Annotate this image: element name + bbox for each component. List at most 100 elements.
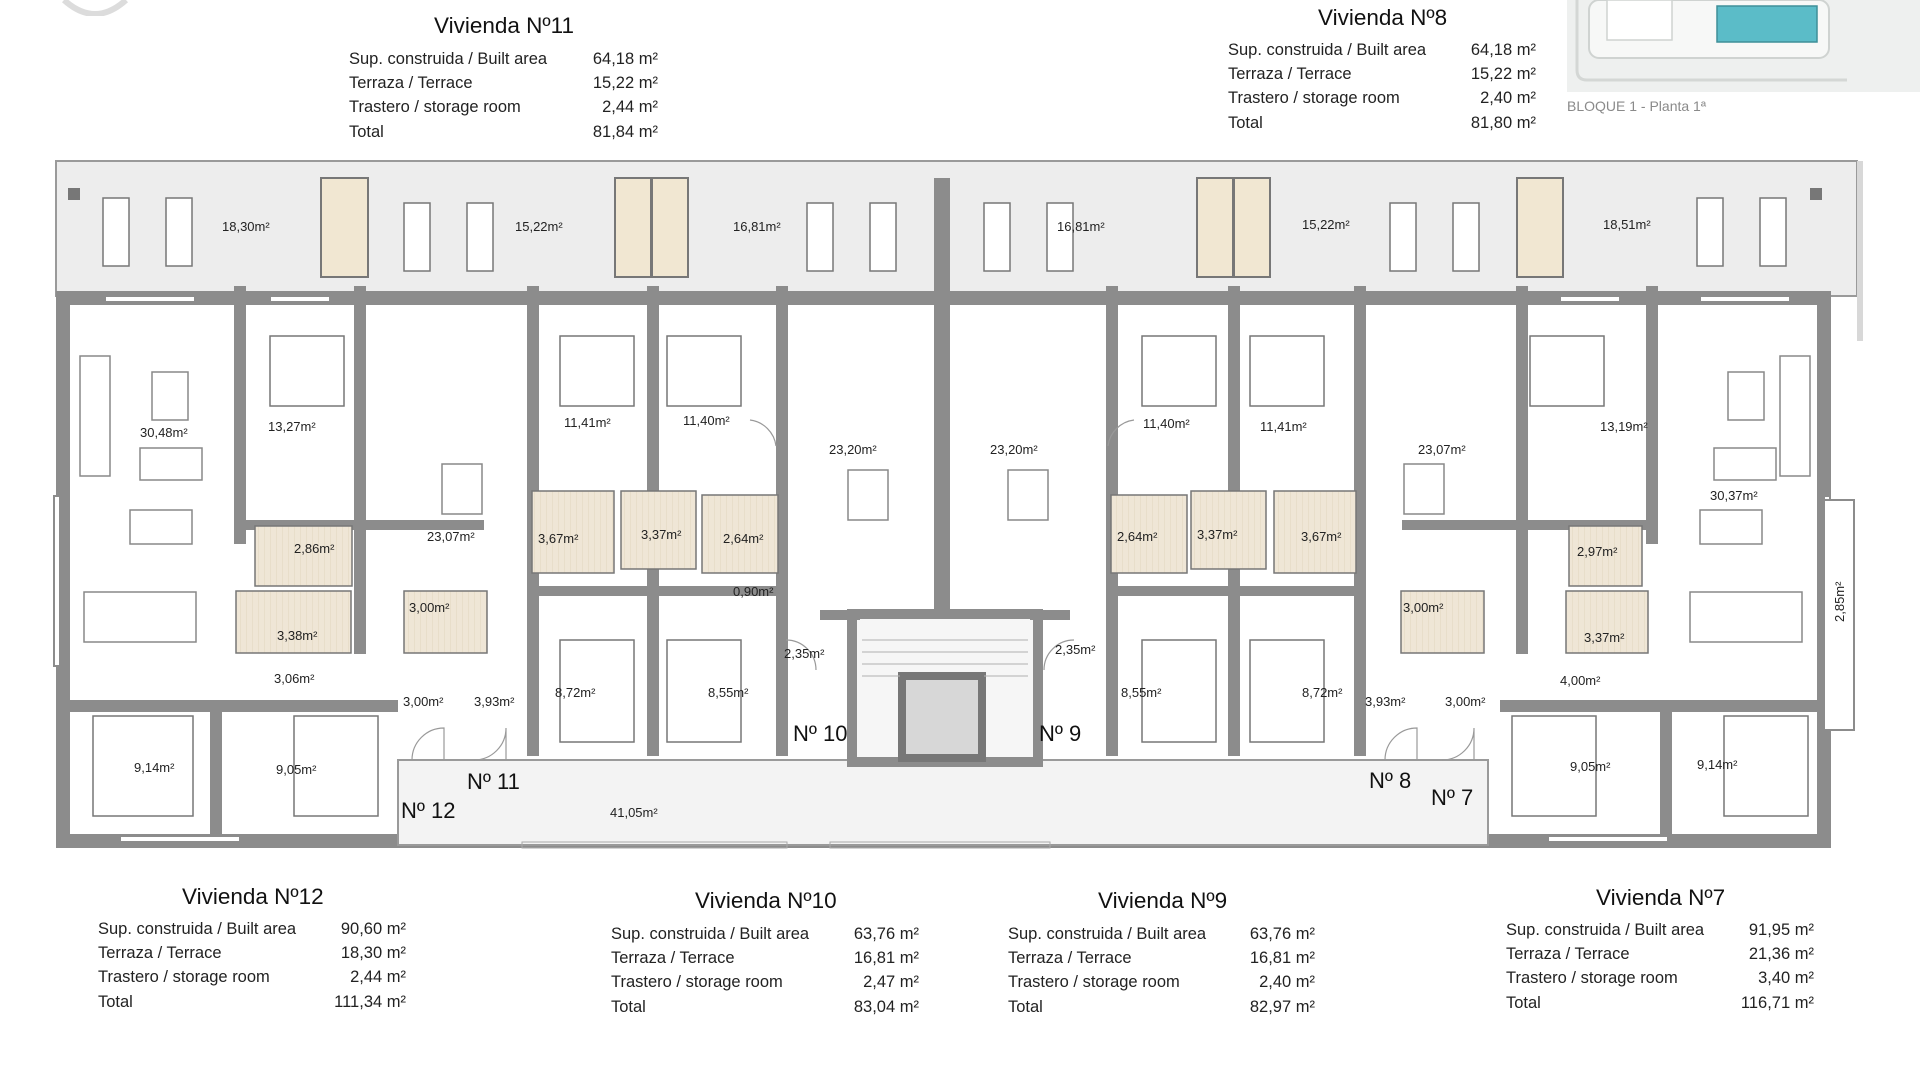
- spec-label: Trastero / storage room: [1008, 973, 1180, 992]
- terrace-furniture: [102, 197, 1787, 272]
- area-label: 2,64m²: [1117, 529, 1158, 544]
- unit-10-specs: Sup. construida / Built area 63,76 m² Ter…: [611, 922, 919, 1019]
- area-label: 3,93m²: [1365, 694, 1406, 709]
- area-label: 16,81m²: [1057, 219, 1105, 234]
- spec-value: 82,97 m²: [1249, 997, 1315, 1016]
- unit-8-specs: Sup. construida / Built area 64,18 m² Ter…: [1228, 38, 1536, 135]
- spec-value: 16,81 m²: [1249, 949, 1315, 968]
- area-label: 3,06m²: [274, 671, 315, 686]
- spec-label: Terraza / Terrace: [98, 944, 222, 963]
- spec-value: 2,40 m²: [1259, 973, 1315, 992]
- storage-rooms: [320, 177, 1564, 278]
- spec-label: Trastero / storage room: [611, 973, 783, 992]
- spec-value: 2,44 m²: [350, 968, 406, 987]
- spec-label: Terraza / Terrace: [1228, 65, 1352, 84]
- spec-value: 2,47 m²: [863, 973, 919, 992]
- area-label: 18,51m²: [1603, 217, 1651, 232]
- railing: [521, 841, 1051, 849]
- area-label: 2,35m²: [784, 646, 825, 661]
- spec-value: 18,30 m²: [340, 944, 406, 963]
- area-label: 3,37m²: [641, 527, 682, 542]
- unit-8-title: Vivienda Nº8: [1318, 5, 1448, 30]
- area-label: 13,19m²: [1600, 419, 1648, 434]
- spec-label: Terraza / Terrace: [1008, 949, 1132, 968]
- spec-label: Terraza / Terrace: [611, 949, 735, 968]
- highlighted-block: [1716, 5, 1818, 43]
- spec-label: Terraza / Terrace: [349, 74, 473, 93]
- area-label: 0,90m²: [733, 584, 774, 599]
- spec-value: 64,18 m²: [1470, 41, 1536, 59]
- area-label: 23,20m²: [829, 442, 877, 457]
- area-label: 30,48m²: [140, 425, 188, 440]
- spec-value: 64,18 m²: [592, 50, 658, 68]
- spec-value: 21,36 m²: [1748, 945, 1814, 964]
- area-label: 3,67m²: [538, 531, 579, 546]
- area-label: 3,00m²: [1445, 694, 1486, 709]
- area-label: 30,37m²: [1710, 488, 1758, 503]
- spec-label: Sup. construida / Built area: [98, 920, 297, 938]
- area-label: 2,97m²: [1577, 544, 1618, 559]
- unit-label-8: Nº 8: [1369, 768, 1412, 793]
- area-label: 41,05m²: [610, 805, 658, 820]
- spec-value: 81,84 m²: [592, 122, 658, 141]
- unit-10-title: Vivienda Nº10: [695, 888, 837, 913]
- spec-value: 63,76 m²: [853, 925, 919, 943]
- area-label: 2,85m²: [1832, 581, 1847, 622]
- spec-label: Trastero / storage room: [1506, 969, 1678, 988]
- area-label: 15,22m²: [515, 219, 563, 234]
- area-label: 8,55m²: [708, 685, 749, 700]
- bathrooms: [235, 490, 1649, 654]
- area-label: 8,72m²: [1302, 685, 1343, 700]
- unit-12-specs: Sup. construida / Built area 90,60 m² Ter…: [98, 917, 406, 1014]
- area-label: 11,41m²: [1260, 419, 1307, 434]
- unit-12-title: Vivienda Nº12: [182, 884, 324, 909]
- spec-label: Sup. construida / Built area: [1506, 921, 1705, 939]
- area-label: 18,30m²: [222, 219, 270, 234]
- spec-value: 81,80 m²: [1470, 113, 1536, 132]
- logo-fragment-icon: [61, 0, 129, 16]
- spec-value: 15,22 m²: [592, 74, 658, 93]
- living-furniture: [79, 355, 1811, 643]
- unit-label-7: Nº 7: [1431, 785, 1474, 810]
- spec-label: Total: [349, 122, 384, 141]
- key-plan-caption: BLOQUE 1 - Planta 1ª: [1567, 98, 1707, 114]
- area-label: 11,40m²: [683, 413, 730, 428]
- area-label: 8,55m²: [1121, 685, 1162, 700]
- unit-9-title: Vivienda Nº9: [1098, 888, 1228, 913]
- spec-label: Total: [98, 992, 133, 1011]
- area-label: 23,20m²: [990, 442, 1038, 457]
- area-label: 9,05m²: [276, 762, 317, 777]
- unit-label-12: Nº 12: [401, 798, 456, 823]
- unit-7-title: Vivienda Nº7: [1596, 885, 1726, 910]
- area-label: 3,00m²: [409, 600, 450, 615]
- spec-label: Sup. construida / Built area: [1228, 41, 1427, 59]
- beds: [92, 335, 1809, 817]
- area-label: 2,64m²: [723, 531, 764, 546]
- unit-label-10: Nº 10: [793, 721, 848, 746]
- spec-value: 16,81 m²: [853, 949, 919, 968]
- area-label: 3,38m²: [277, 628, 318, 643]
- area-label: 13,27m²: [268, 419, 316, 434]
- spec-value: 15,22 m²: [1470, 65, 1536, 84]
- spec-value: 116,71 m²: [1740, 993, 1814, 1012]
- spec-label: Sup. construida / Built area: [349, 50, 548, 68]
- area-label: 3,93m²: [474, 694, 515, 709]
- spec-label: Total: [611, 997, 646, 1016]
- area-label: 11,41m²: [564, 415, 611, 430]
- spec-label: Trastero / storage room: [1228, 89, 1400, 108]
- spec-label: Trastero / storage room: [98, 968, 270, 987]
- spec-label: Sup. construida / Built area: [611, 925, 810, 943]
- door-swings: [411, 419, 1475, 761]
- spec-value: 90,60 m²: [340, 920, 406, 938]
- interior-walls: [63, 178, 1824, 840]
- area-label: 3,67m²: [1301, 529, 1342, 544]
- area-label: 3,37m²: [1197, 527, 1238, 542]
- spec-value: 91,95 m²: [1748, 921, 1814, 939]
- spec-value: 2,40 m²: [1480, 89, 1536, 108]
- spec-label: Total: [1008, 997, 1043, 1016]
- area-label: 9,14m²: [134, 760, 175, 775]
- windows: [53, 295, 1855, 843]
